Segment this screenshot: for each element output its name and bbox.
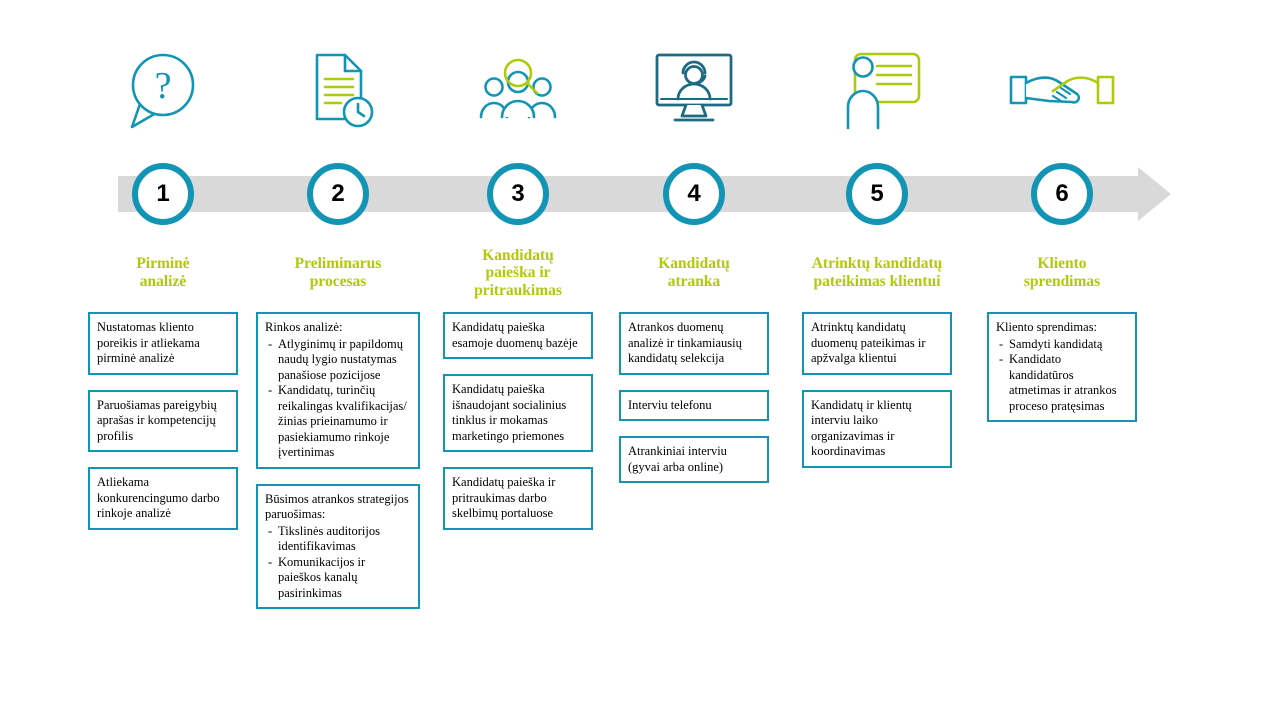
step-3-boxes: Kandidatų paieška esamoje duomenų bazėje… — [443, 312, 593, 530]
step-4-title: Kandidatų atranka — [658, 255, 730, 290]
step-1-number-badge: 1 — [132, 163, 194, 225]
svg-text:?: ? — [155, 65, 172, 107]
question-bubble-icon: ? — [73, 38, 253, 144]
step-6-title-slot: Kliento sprendimas — [971, 236, 1153, 310]
step-2-box-1: Rinkos analizė: Atlyginimų ir papildomų … — [256, 312, 420, 469]
step-3-box-2: Kandidatų paieška išnaudojant socialiniu… — [443, 374, 593, 452]
step-2-box-2: Būsimos atrankos strategijos paruošimas:… — [256, 483, 420, 609]
step-column-4: 4 Kandidatų atranka Atrankos duomenų ana… — [604, 0, 784, 720]
online-interview-icon — [604, 38, 784, 144]
timeline-bar — [118, 176, 1140, 212]
step-1-boxes: Nustatomas kliento poreikis ir atliekama… — [88, 312, 238, 530]
timeline-arrow-icon — [1138, 167, 1171, 221]
step-2-number: 2 — [331, 180, 345, 207]
step-4-box-1: Atrankos duomenų analizė ir tinkamiausių… — [619, 312, 769, 375]
bullet-item: Kandidato kandidatūros atmetimas ir atra… — [996, 352, 1128, 414]
step-2-title: Preliminarus procesas — [294, 255, 382, 290]
handshake-svg — [1009, 75, 1115, 105]
step-5-boxes: Atrinktų kandidatų duomenų pateikimas ir… — [802, 312, 952, 468]
step-2-number-badge: 2 — [307, 163, 369, 225]
step-column-5: 5 Atrinktų kandidatų pateikimas klientui… — [787, 0, 967, 720]
presentation-icon — [787, 38, 967, 144]
people-search-icon — [428, 38, 608, 144]
step-4-number-badge: 4 — [663, 163, 725, 225]
box-intro: Rinkos analizė: — [265, 320, 343, 334]
question-bubble-svg: ? — [130, 53, 195, 129]
step-5-title: Atrinktų kandidatų pateikimas klientui — [811, 255, 943, 290]
step-2-title-slot: Preliminarus procesas — [247, 236, 429, 310]
step-2-boxes: Rinkos analizė: Atlyginimų ir papildomų … — [256, 312, 420, 609]
step-5-number: 5 — [870, 180, 884, 207]
step-5-box-2: Kandidatų ir klientų interviu laiko orga… — [802, 389, 952, 468]
step-1-title: Pirminė analizė — [136, 255, 190, 290]
online-interview-svg — [655, 53, 733, 122]
step-3-box-3: Kandidatų paieška ir pritraukimas darbo … — [443, 467, 593, 530]
step-5-box-1: Atrinktų kandidatų duomenų pateikimas ir… — [802, 312, 952, 375]
document-clock-icon — [248, 38, 428, 144]
step-3-number-badge: 3 — [487, 163, 549, 225]
step-4-box-2: Interviu telefonu — [619, 389, 769, 421]
step-4-number: 4 — [687, 180, 701, 207]
step-4-box-3: Atrankiniai interviu (gyvai arba online) — [619, 436, 769, 483]
step-6-number: 6 — [1055, 180, 1069, 207]
step-6-number-badge: 6 — [1031, 163, 1093, 225]
step-5-number-badge: 5 — [846, 163, 908, 225]
bullet-item: Komunikacijos ir paieškos kanalų pasirin… — [265, 555, 411, 602]
step-1-box-1: Nustatomas kliento poreikis ir atliekama… — [88, 312, 238, 375]
step-4-title-slot: Kandidatų atranka — [603, 236, 785, 310]
presentation-svg — [846, 52, 921, 130]
step-column-3: 3 Kandidatų paieška ir pritraukimas Kand… — [428, 0, 608, 720]
bullet-item: Tikslinės auditorijos identifikavimas — [265, 524, 411, 555]
step-column-1: ? 1 Pirminė analizė Nustatomas kliento p… — [73, 0, 253, 720]
step-6-title: Kliento sprendimas — [1023, 255, 1101, 290]
step-3-box-1: Kandidatų paieška esamoje duomenų bazėje — [443, 312, 593, 359]
step-3-number: 3 — [511, 180, 525, 207]
step-1-box-3: Atliekama konkurencingumo darbo rinkoje … — [88, 467, 238, 530]
step-6-box-1: Kliento sprendimas: Samdyti kandidatą Ka… — [987, 312, 1137, 422]
bullet-item: Samdyti kandidatą — [996, 337, 1128, 353]
box-intro: Būsimos atrankos strategijos paruošimas: — [265, 491, 409, 522]
step-6-boxes: Kliento sprendimas: Samdyti kandidatą Ka… — [987, 312, 1137, 422]
bullet-item: Atlyginimų ir papildomų naudų lygio nust… — [265, 337, 411, 384]
step-1-number: 1 — [156, 180, 170, 207]
step-4-boxes: Atrankos duomenų analizė ir tinkamiausių… — [619, 312, 769, 483]
handshake-icon — [972, 38, 1152, 144]
step-column-2: 2 Preliminarus procesas Rinkos analizė: … — [248, 0, 428, 720]
box-intro: Kliento sprendimas: — [996, 320, 1098, 334]
step-column-6: 6 Kliento sprendimas Kliento sprendimas:… — [972, 0, 1152, 720]
document-clock-svg — [315, 53, 374, 128]
step-1-box-2: Paruošiamas pareigybių aprašas ir kompet… — [88, 389, 238, 452]
step-5-title-slot: Atrinktų kandidatų pateikimas klientui — [786, 236, 968, 310]
people-search-svg — [479, 58, 557, 119]
step-1-title-slot: Pirminė analizė — [72, 236, 254, 310]
step-3-title: Kandidatų paieška ir pritraukimas — [474, 246, 562, 299]
bullet-item: Kandidatų, turinčių reikalingas kvalifik… — [265, 383, 411, 461]
step-3-title-slot: Kandidatų paieška ir pritraukimas — [427, 236, 609, 310]
